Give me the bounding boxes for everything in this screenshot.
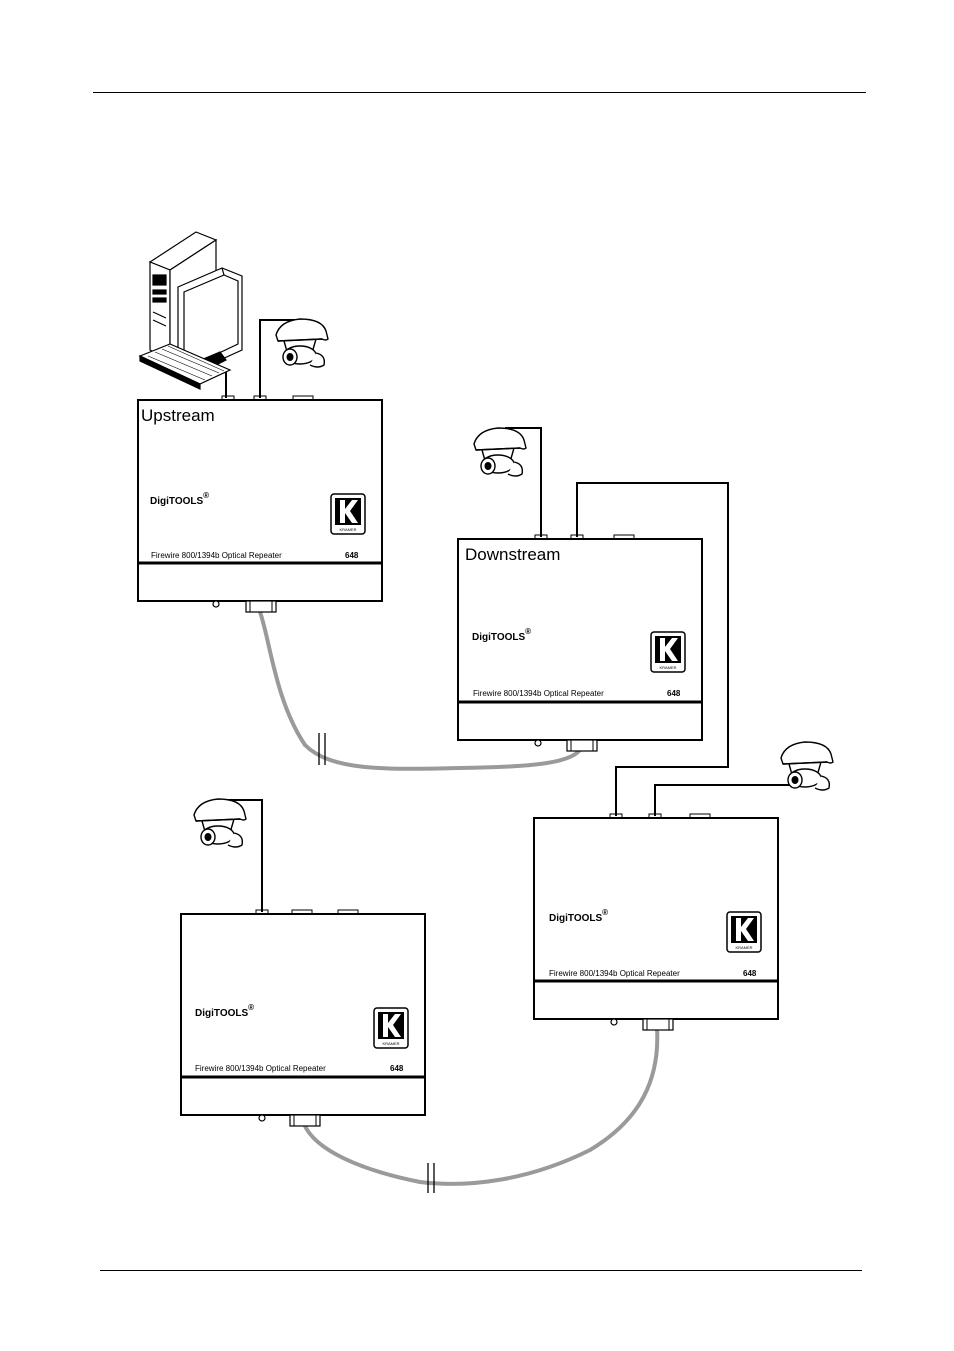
ptz-camera-icon xyxy=(194,799,246,847)
model-text: Firewire 800/1394b Optical Repeater xyxy=(151,551,282,560)
cable-camera-right xyxy=(655,785,795,816)
device-label: Upstream xyxy=(141,406,215,425)
kramer-k-logo-icon: KRAMER xyxy=(727,912,761,952)
model-number: 648 xyxy=(743,969,757,978)
registered-mark: ® xyxy=(203,491,209,500)
device-downstream: Downstream DigiTOOLS® KRAMER Firewire 80… xyxy=(458,535,702,751)
brand-name: DigiTOOLS xyxy=(150,496,203,507)
kramer-k-logo-icon: KRAMER xyxy=(374,1008,408,1048)
brand-name: DigiTOOLS xyxy=(549,913,602,924)
logo-text: KRAMER xyxy=(735,945,752,950)
desktop-computer-icon xyxy=(140,232,242,389)
logo-text: KRAMER xyxy=(659,665,676,670)
ptz-camera-icon xyxy=(474,428,526,476)
device-upstream: Upstream DigiTOOLS® KRAMER Firewire 800/… xyxy=(138,396,382,612)
registered-mark: ® xyxy=(525,627,531,636)
device-label: Downstream xyxy=(465,545,560,564)
model-text: Firewire 800/1394b Optical Repeater xyxy=(195,1064,326,1073)
registered-mark: ® xyxy=(602,908,608,917)
brand-name: DigiTOOLS xyxy=(472,632,525,643)
logo-text: KRAMER xyxy=(339,527,356,532)
logo-text: KRAMER xyxy=(382,1041,399,1046)
brand-name: DigiTOOLS xyxy=(195,1008,248,1019)
kramer-k-logo-icon: KRAMER xyxy=(651,632,685,672)
device-repeater-left: DigiTOOLS® KRAMER Firewire 800/1394b Opt… xyxy=(181,910,425,1126)
model-text: Firewire 800/1394b Optical Repeater xyxy=(549,969,680,978)
ptz-camera-icon xyxy=(276,319,328,367)
device-repeater-right: DigiTOOLS® KRAMER Firewire 800/1394b Opt… xyxy=(534,814,778,1030)
model-number: 648 xyxy=(390,1064,404,1073)
ptz-camera-icon xyxy=(781,742,833,790)
model-number: 648 xyxy=(345,551,359,560)
model-number: 648 xyxy=(667,689,681,698)
model-text: Firewire 800/1394b Optical Repeater xyxy=(473,689,604,698)
registered-mark: ® xyxy=(248,1003,254,1012)
kramer-k-logo-icon: KRAMER xyxy=(331,494,365,534)
